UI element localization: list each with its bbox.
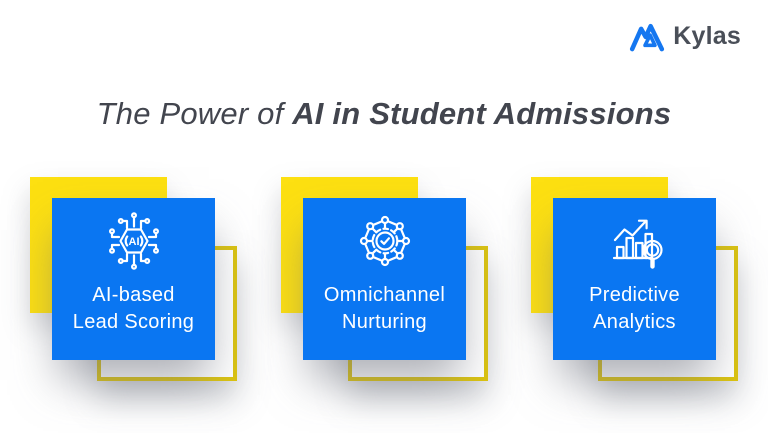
feature-label-line2: Nurturing: [342, 311, 427, 333]
title-emphasis: AI in Student Admissions: [292, 96, 672, 131]
feature-group-ai-lead-scoring: AI AI-based Lead Scoring: [30, 177, 238, 383]
ai-chip-icon: AI: [108, 212, 159, 270]
network-check-icon: [359, 215, 410, 267]
kylas-mountain-logo-icon: [630, 23, 665, 52]
svg-text:AI: AI: [128, 236, 139, 248]
feature-label-line2: Analytics: [593, 311, 676, 333]
feature-card-ai-lead-scoring: AI AI-based Lead Scoring: [52, 198, 215, 360]
feature-card-label: AI-based Lead Scoring: [73, 282, 194, 336]
feature-card-predictive-analytics: Predictive Analytics: [553, 198, 716, 360]
feature-card-label: Predictive Analytics: [589, 282, 680, 336]
feature-label-line1: Omnichannel: [323, 284, 446, 306]
title-prefix: The Power of: [96, 96, 293, 131]
kylas-logo: Kylas: [629, 21, 741, 52]
feature-label-line1: AI-based: [92, 284, 175, 306]
feature-group-predictive-analytics: Predictive Analytics: [531, 177, 739, 383]
kylas-logo-text: Kylas: [673, 22, 741, 50]
feature-card-omnichannel-nurturing: Omnichannel Nurturing: [303, 198, 466, 360]
feature-label-line1: Predictive: [589, 284, 680, 306]
feature-card-label: Omnichannel Nurturing: [324, 282, 445, 336]
page-title: The Power of AI in Student Admissions: [0, 96, 768, 132]
chart-magnifier-icon: [612, 219, 663, 269]
feature-label-line2: Lead Scoring: [72, 311, 195, 333]
feature-group-omnichannel-nurturing: Omnichannel Nurturing: [281, 177, 489, 383]
